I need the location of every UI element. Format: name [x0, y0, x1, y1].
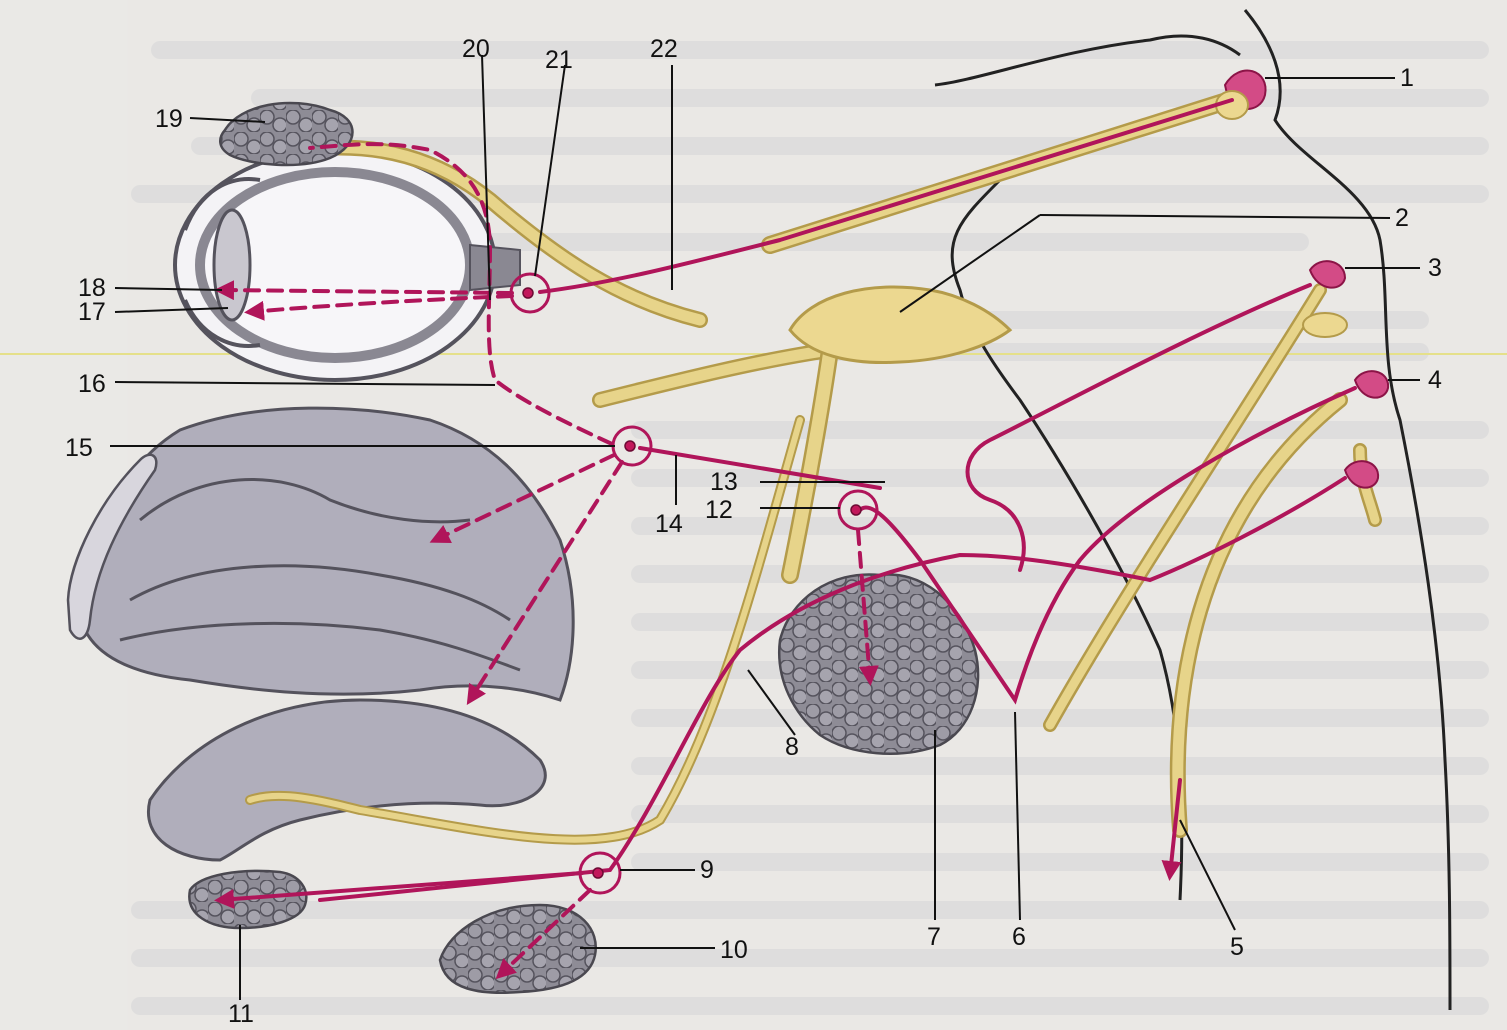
label-18: 18: [78, 274, 106, 302]
label-6: 6: [1012, 923, 1026, 951]
label-17: 17: [78, 298, 106, 326]
label-12: 12: [705, 496, 733, 524]
label-3: 3: [1428, 254, 1442, 282]
label-4: 4: [1428, 366, 1442, 394]
label-1: 1: [1400, 64, 1414, 92]
label-13: 13: [710, 468, 738, 496]
label-14: 14: [655, 510, 683, 538]
label-9: 9: [700, 856, 714, 884]
label-16: 16: [78, 370, 106, 398]
label-7: 7: [927, 923, 941, 951]
label-11: 11: [228, 1000, 254, 1028]
label-8: 8: [785, 733, 799, 761]
label-19: 19: [155, 105, 183, 133]
label-2: 2: [1395, 204, 1409, 232]
label-10: 10: [720, 936, 748, 964]
label-22: 22: [650, 35, 678, 63]
label-15: 15: [65, 434, 93, 462]
label-21: 21: [545, 46, 573, 74]
label-5: 5: [1230, 933, 1244, 961]
label-20: 20: [462, 35, 490, 63]
